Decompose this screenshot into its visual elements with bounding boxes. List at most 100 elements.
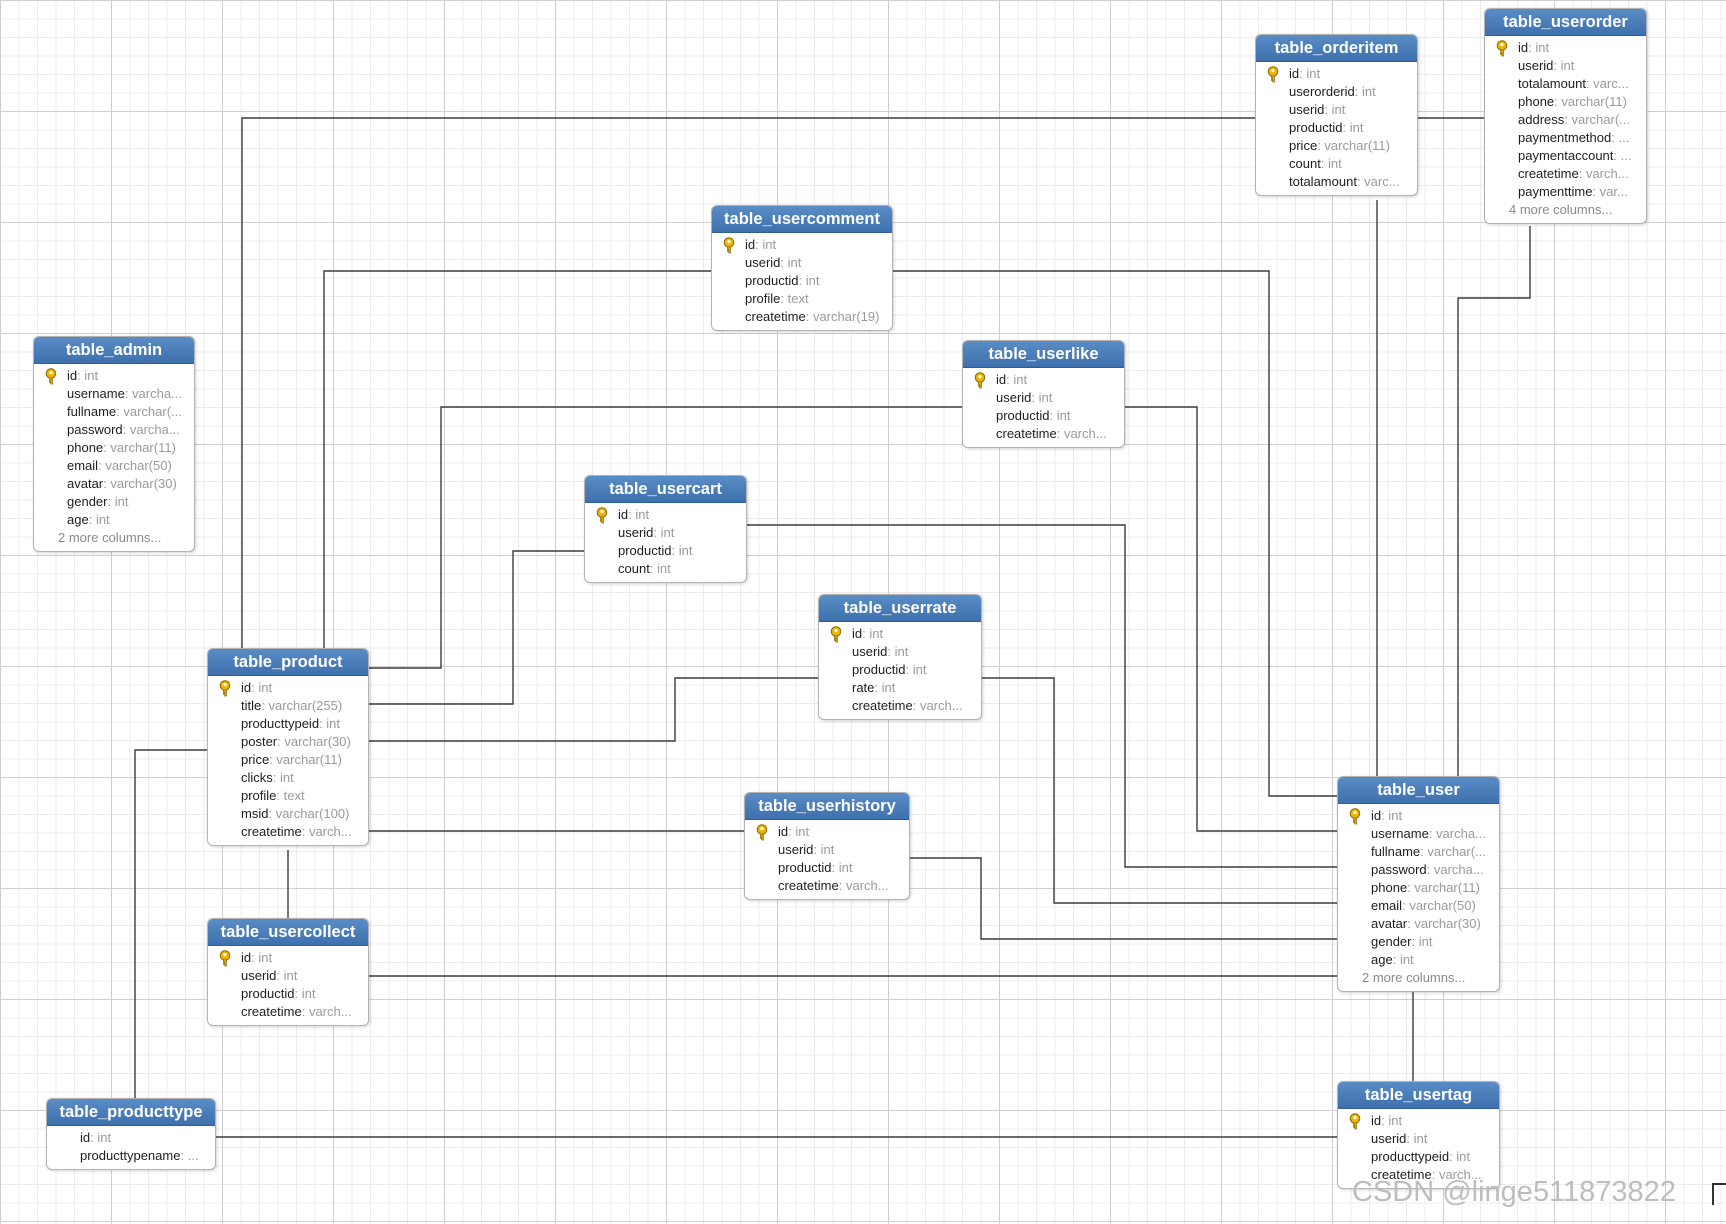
field-createtime[interactable]: createtime: varch... [745,877,909,895]
table-usercart-title[interactable]: table_usercart [585,476,746,503]
field-avatar[interactable]: avatar: varchar(30) [34,475,194,493]
field-title[interactable]: title: varchar(255) [208,697,368,715]
table-userrate-title[interactable]: table_userrate [819,595,981,622]
field-msid[interactable]: msid: varchar(100) [208,805,368,823]
field-age[interactable]: age: int [1338,951,1499,969]
field-paymenttime[interactable]: paymenttime: var... [1485,183,1646,201]
field-productid[interactable]: productid: int [1256,119,1417,137]
field-paymentaccount[interactable]: paymentaccount: ... [1485,147,1646,165]
field-userid[interactable]: userid: int [1485,57,1646,75]
field-producttypeid[interactable]: producttypeid: int [1338,1148,1499,1166]
field-productid[interactable]: productid: int [712,272,892,290]
field-id[interactable]: id: int [47,1129,215,1147]
table-userhistory-title[interactable]: table_userhistory [745,793,909,820]
field-age[interactable]: age: int [34,511,194,529]
field-userid[interactable]: userid: int [1256,101,1417,119]
table-usercollect-title[interactable]: table_usercollect [208,919,368,946]
table-usertag-title[interactable]: table_usertag [1338,1082,1499,1109]
field-createtime[interactable]: createtime: varch... [819,697,981,715]
field-userid[interactable]: userid: int [208,967,368,985]
field-id[interactable]: id: int [208,679,368,697]
field-price[interactable]: price: varchar(11) [208,751,368,769]
field-createtime[interactable]: createtime: varch... [208,823,368,841]
field-userorderid[interactable]: userorderid: int [1256,83,1417,101]
field-id[interactable]: id: int [34,367,194,385]
field-userid[interactable]: userid: int [745,841,909,859]
field-gender[interactable]: gender: int [1338,933,1499,951]
field-password[interactable]: password: varcha... [1338,861,1499,879]
table-user-title[interactable]: table_user [1338,777,1499,804]
field-poster[interactable]: poster: varchar(30) [208,733,368,751]
field-count[interactable]: count: int [1256,155,1417,173]
field-rate[interactable]: rate: int [819,679,981,697]
field-phone[interactable]: phone: varchar(11) [1338,879,1499,897]
field-productid[interactable]: productid: int [208,985,368,1003]
field-email[interactable]: email: varchar(50) [34,457,194,475]
field-productid[interactable]: productid: int [745,859,909,877]
field-id[interactable]: id: int [208,949,368,967]
field-userid[interactable]: userid: int [585,524,746,542]
field-email[interactable]: email: varchar(50) [1338,897,1499,915]
field-username[interactable]: username: varcha... [1338,825,1499,843]
field-clicks[interactable]: clicks: int [208,769,368,787]
field-id[interactable]: id: int [1338,1112,1499,1130]
field-productid[interactable]: productid: int [819,661,981,679]
field-id[interactable]: id: int [712,236,892,254]
field-price[interactable]: price: varchar(11) [1256,137,1417,155]
field-count[interactable]: count: int [585,560,746,578]
field-createtime[interactable]: createtime: varch... [208,1003,368,1021]
table-userorder-title[interactable]: table_userorder [1485,9,1646,36]
more-columns-link[interactable]: 4 more columns... [1509,202,1613,217]
table-userlike-title[interactable]: table_userlike [963,341,1124,368]
field-password[interactable]: password: varcha... [34,421,194,439]
field-productid[interactable]: productid: int [585,542,746,560]
table-orderitem-title[interactable]: table_orderitem [1256,35,1417,62]
table-product-title[interactable]: table_product [208,649,368,676]
more-columns-link[interactable]: 2 more columns... [58,530,162,545]
field-username[interactable]: username: varcha... [34,385,194,403]
field-phone[interactable]: phone: varchar(11) [34,439,194,457]
field-productid[interactable]: productid: int [963,407,1124,425]
field-createtime[interactable]: createtime: varch... [1485,165,1646,183]
field-producttypeid[interactable]: producttypeid: int [208,715,368,733]
field-gender[interactable]: gender: int [34,493,194,511]
field-id[interactable]: id: int [1485,39,1646,57]
field-phone[interactable]: phone: varchar(11) [1485,93,1646,111]
field-avatar[interactable]: avatar: varchar(30) [1338,915,1499,933]
field-userid[interactable]: userid: int [819,643,981,661]
field-paymentmethod[interactable]: paymentmethod: ... [1485,129,1646,147]
table-admin-title[interactable]: table_admin [34,337,194,364]
field-id[interactable]: id: int [963,371,1124,389]
field-id[interactable]: id: int [585,506,746,524]
field-address[interactable]: address: varchar(... [1485,111,1646,129]
field-producttypename[interactable]: producttypename: ... [47,1147,215,1165]
field-profile[interactable]: profile: text [208,787,368,805]
field-totalamount[interactable]: totalamount: varc... [1256,173,1417,191]
field-totalamount[interactable]: totalamount: varc... [1485,75,1646,93]
more-columns-link[interactable]: 2 more columns... [1362,970,1466,985]
field-profile[interactable]: profile: text [712,290,892,308]
field-fullname[interactable]: fullname: varchar(... [1338,843,1499,861]
field-userid[interactable]: userid: int [712,254,892,272]
field-fullname[interactable]: fullname: varchar(... [34,403,194,421]
field-id[interactable]: id: int [745,823,909,841]
field-id[interactable]: id: int [1256,65,1417,83]
field-userid[interactable]: userid: int [1338,1130,1499,1148]
field-id[interactable]: id: int [819,625,981,643]
field-createtime[interactable]: createtime: varch... [963,425,1124,443]
field-id[interactable]: id: int [1338,807,1499,825]
table-usercomment-title[interactable]: table_usercomment [712,206,892,233]
field-userid[interactable]: userid: int [963,389,1124,407]
